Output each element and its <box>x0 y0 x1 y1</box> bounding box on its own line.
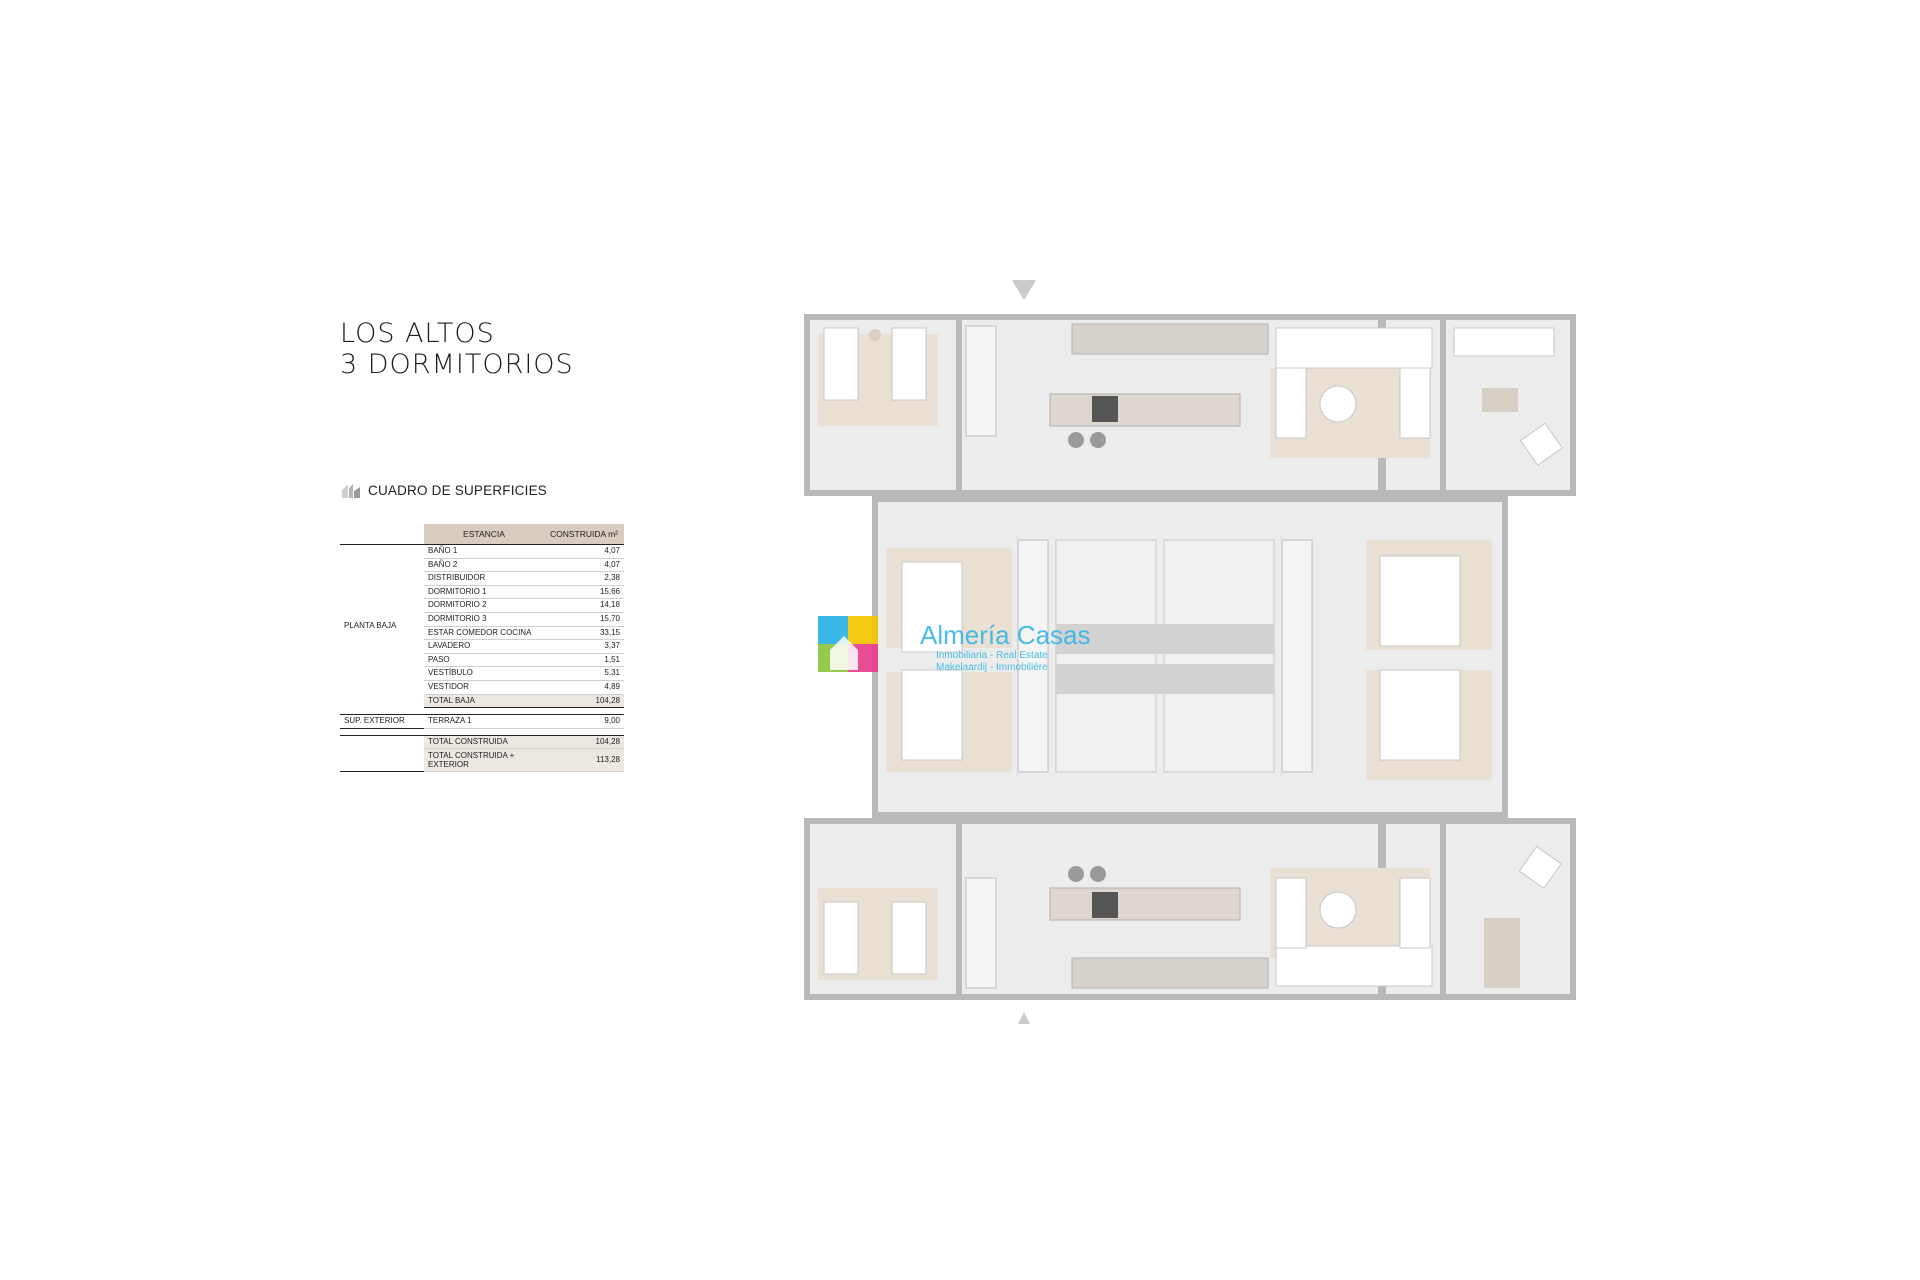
total-built-exterior-row: TOTAL CONSTRUIDA + EXTERIOR 113,28 <box>340 748 624 773</box>
section-title: CUADRO DE SUPERFICIES <box>368 483 547 498</box>
section-header: CUADRO DE SUPERFICIES <box>342 483 547 498</box>
brand-tagline-2: Makelaardij - Immobilière <box>936 662 1048 673</box>
plan-title: LOS ALTOS 3 DORMITORIOS <box>340 318 574 380</box>
floor-plan: Almería Casas Inmobiliaria - Real Estate… <box>804 280 1576 1024</box>
table-row: PLANTA BAJA BAÑO 1 4,07 <box>340 543 624 708</box>
header-built: CONSTRUIDA m² <box>544 524 624 545</box>
brand-tagline-1: Inmobiliaria - Real Estate <box>936 650 1048 661</box>
entry-arrow-icon <box>1018 1012 1030 1024</box>
brand-logo <box>818 616 878 672</box>
table-header-row: ESTANCIA CONSTRUIDA m² <box>340 524 624 545</box>
title-line-1: LOS ALTOS <box>340 318 495 349</box>
exterior-row: SUP. EXTERIOR TERRAZA 1 9,00 <box>340 714 624 729</box>
total-ground-row: TOTAL BAJA 104,28 <box>340 694 624 709</box>
bottom-unit <box>804 818 1576 1000</box>
brand-name: Almería Casas <box>920 620 1091 650</box>
group-label-exterior: SUP. EXTERIOR <box>340 714 424 729</box>
areas-table: ESTANCIA CONSTRUIDA m² PLANTA BAJA BAÑO … <box>340 524 624 773</box>
group-label-ground: PLANTA BAJA <box>340 543 424 708</box>
total-built-row: TOTAL CONSTRUIDA 104,28 <box>340 734 624 750</box>
title-line-2: 3 DORMITORIOS <box>340 349 574 380</box>
house-outline-icon <box>342 483 360 498</box>
entry-arrow-icon <box>1012 280 1036 300</box>
top-unit <box>804 314 1576 496</box>
header-room: ESTANCIA <box>424 524 544 545</box>
middle-block <box>872 496 1508 818</box>
